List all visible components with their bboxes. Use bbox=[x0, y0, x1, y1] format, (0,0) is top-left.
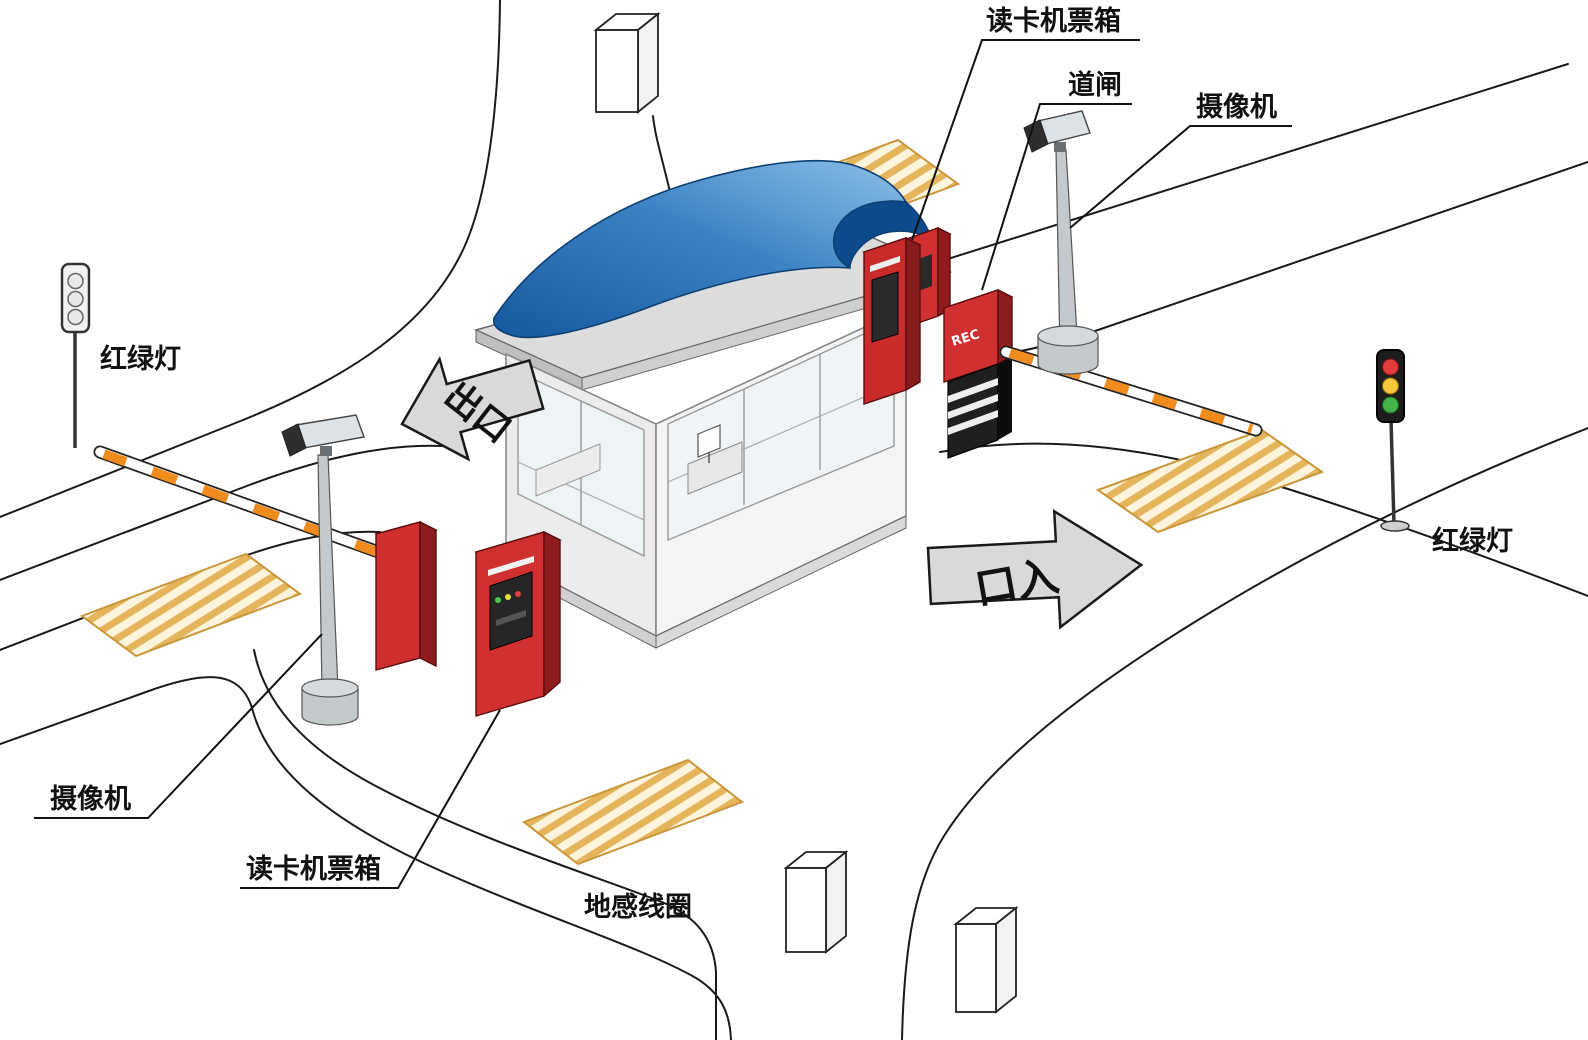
text-labels: 读卡机票箱 道闸 摄像机 红绿灯 红绿灯 摄像机 读卡机票箱 地感线圈 bbox=[50, 5, 1513, 923]
ground-loop-bottom bbox=[521, 758, 745, 866]
ground-loop-left bbox=[79, 552, 303, 658]
pointer-reader-top bbox=[911, 39, 1140, 241]
booth-interior-desk bbox=[535, 424, 743, 497]
label-ground-loop: 地感线圈 bbox=[584, 891, 692, 923]
post-bottom-left bbox=[783, 850, 849, 954]
label-reader-bottom: 读卡机票箱 bbox=[246, 853, 381, 885]
pointer-reader-bottom bbox=[240, 709, 501, 889]
label-camera-top: 摄像机 bbox=[1196, 92, 1277, 123]
camera-exit-pole bbox=[317, 454, 339, 691]
exit-barrier bbox=[93, 445, 438, 671]
camera-entrance-pole bbox=[1055, 149, 1079, 353]
camera-entrance bbox=[1023, 110, 1099, 375]
exit-card-reader-panel bbox=[489, 571, 533, 651]
entrance-barrier-arm bbox=[1008, 348, 1254, 434]
entrance-barrier: REC bbox=[942, 288, 1263, 459]
pointer-barrier bbox=[981, 103, 1132, 291]
label-camera-bottom: 摄像机 bbox=[50, 784, 131, 815]
booth-monitor bbox=[697, 424, 721, 458]
pointer-camera-top bbox=[1069, 125, 1292, 229]
camera-exit bbox=[281, 414, 365, 726]
post-bottom-right bbox=[953, 906, 1019, 1014]
entrance-card-reader bbox=[862, 226, 952, 405]
label-reader-top: 读卡机票箱 bbox=[986, 5, 1121, 37]
exit-card-reader bbox=[474, 530, 562, 717]
label-light-left: 红绿灯 bbox=[100, 343, 181, 375]
booth-roof-curl bbox=[832, 200, 934, 270]
guard-booth bbox=[473, 159, 953, 649]
camera-exit-lens bbox=[281, 423, 307, 457]
entrance-card-reader-panel bbox=[871, 271, 899, 343]
label-barrier: 道闸 bbox=[1068, 69, 1122, 101]
label-light-right: 红绿灯 bbox=[1432, 525, 1513, 557]
entrance-arrow: 口入 bbox=[926, 509, 1144, 630]
pointer-lines bbox=[34, 39, 1292, 889]
ground-loop-right bbox=[1095, 428, 1325, 534]
traffic-light-right bbox=[1376, 349, 1410, 532]
booth-window-right bbox=[667, 318, 895, 542]
pointer-camera-bottom bbox=[34, 633, 323, 819]
camera-exit-body bbox=[295, 414, 365, 449]
traffic-light-left bbox=[60, 262, 91, 448]
post-top bbox=[593, 12, 661, 114]
